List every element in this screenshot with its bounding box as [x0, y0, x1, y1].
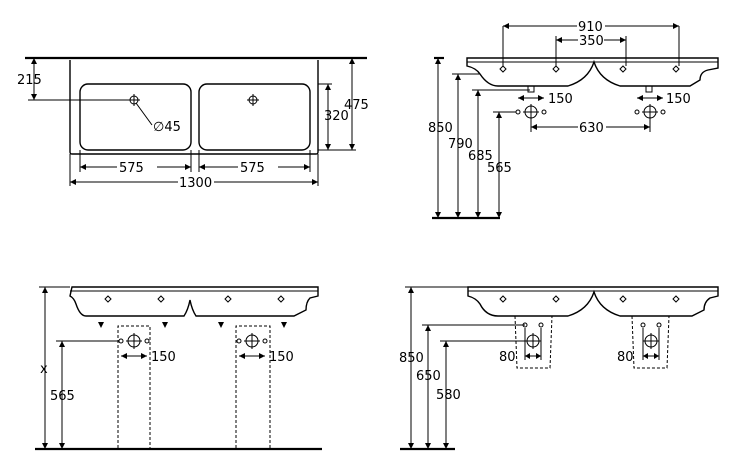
dim-1300-label: 1300 [179, 176, 212, 191]
dim-650-label: 650 [416, 369, 441, 384]
fitting-left [515, 104, 547, 120]
dim-910-label: 910 [578, 20, 603, 35]
dim-575-left-label: 575 [119, 161, 144, 176]
dim-150-right-bottom-label: 150 [269, 350, 294, 365]
dim-320-label: 320 [324, 109, 349, 124]
pedestal-right [235, 325, 271, 448]
dim-630-label: 630 [579, 121, 604, 136]
dim-475-label: 475 [344, 98, 369, 113]
fitting-bottom-left-1 [118, 333, 150, 349]
dim-565-label: 565 [487, 161, 512, 176]
dim-350-label: 350 [579, 34, 604, 49]
dim-150-left-bottom-label: 150 [151, 350, 176, 365]
tap-markers-bottom-left [104, 295, 285, 303]
fitting-bottom-left-2 [236, 333, 268, 349]
front-view-dimensions: 910 350 150 150 [428, 19, 719, 220]
left-bowl [79, 83, 192, 151]
dim-850-label: 850 [428, 121, 453, 136]
tap-markers-bottom-right [499, 295, 680, 303]
pedestal-left [117, 325, 151, 448]
dim-150-left-label: 150 [548, 92, 573, 107]
semi-pedestal-right [631, 315, 670, 369]
dim-x-label: x [40, 362, 48, 377]
fitting-right [634, 104, 666, 120]
fitting-bottom-right-2 [640, 322, 662, 349]
dim-215-label: 215 [17, 73, 42, 88]
fitting-bottom-right-1 [522, 322, 544, 349]
basin-front-outline [69, 286, 319, 317]
basin-outline [69, 60, 319, 155]
semi-pedestal-left [514, 315, 553, 369]
right-bowl [198, 83, 311, 151]
dim-565-bottom-label: 565 [50, 389, 75, 404]
dim-150-right-label: 150 [666, 92, 691, 107]
dim-80-right-label: 80 [617, 350, 634, 365]
dim-790-label: 790 [448, 137, 473, 152]
basin-front-outline-2 [467, 286, 719, 317]
dim-575-right-label: 575 [240, 161, 265, 176]
basin-front-profile [466, 57, 719, 87]
tap-hole-right [247, 94, 259, 106]
dim-685-label: 685 [468, 149, 493, 164]
front-view-semi-pedestals: 80 80 850 650 580 [399, 286, 719, 451]
front-view-pedestals: 150 150 x 565 [35, 286, 322, 451]
top-view: 215 ∅45 320 475 575 575 [17, 56, 369, 191]
dim-diameter-label: ∅45 [153, 120, 181, 135]
dim-580-label: 580 [436, 388, 461, 403]
dim-80-left-label: 80 [499, 350, 516, 365]
dim-850-bottom-label: 850 [399, 351, 424, 366]
tap-markers [499, 65, 680, 73]
